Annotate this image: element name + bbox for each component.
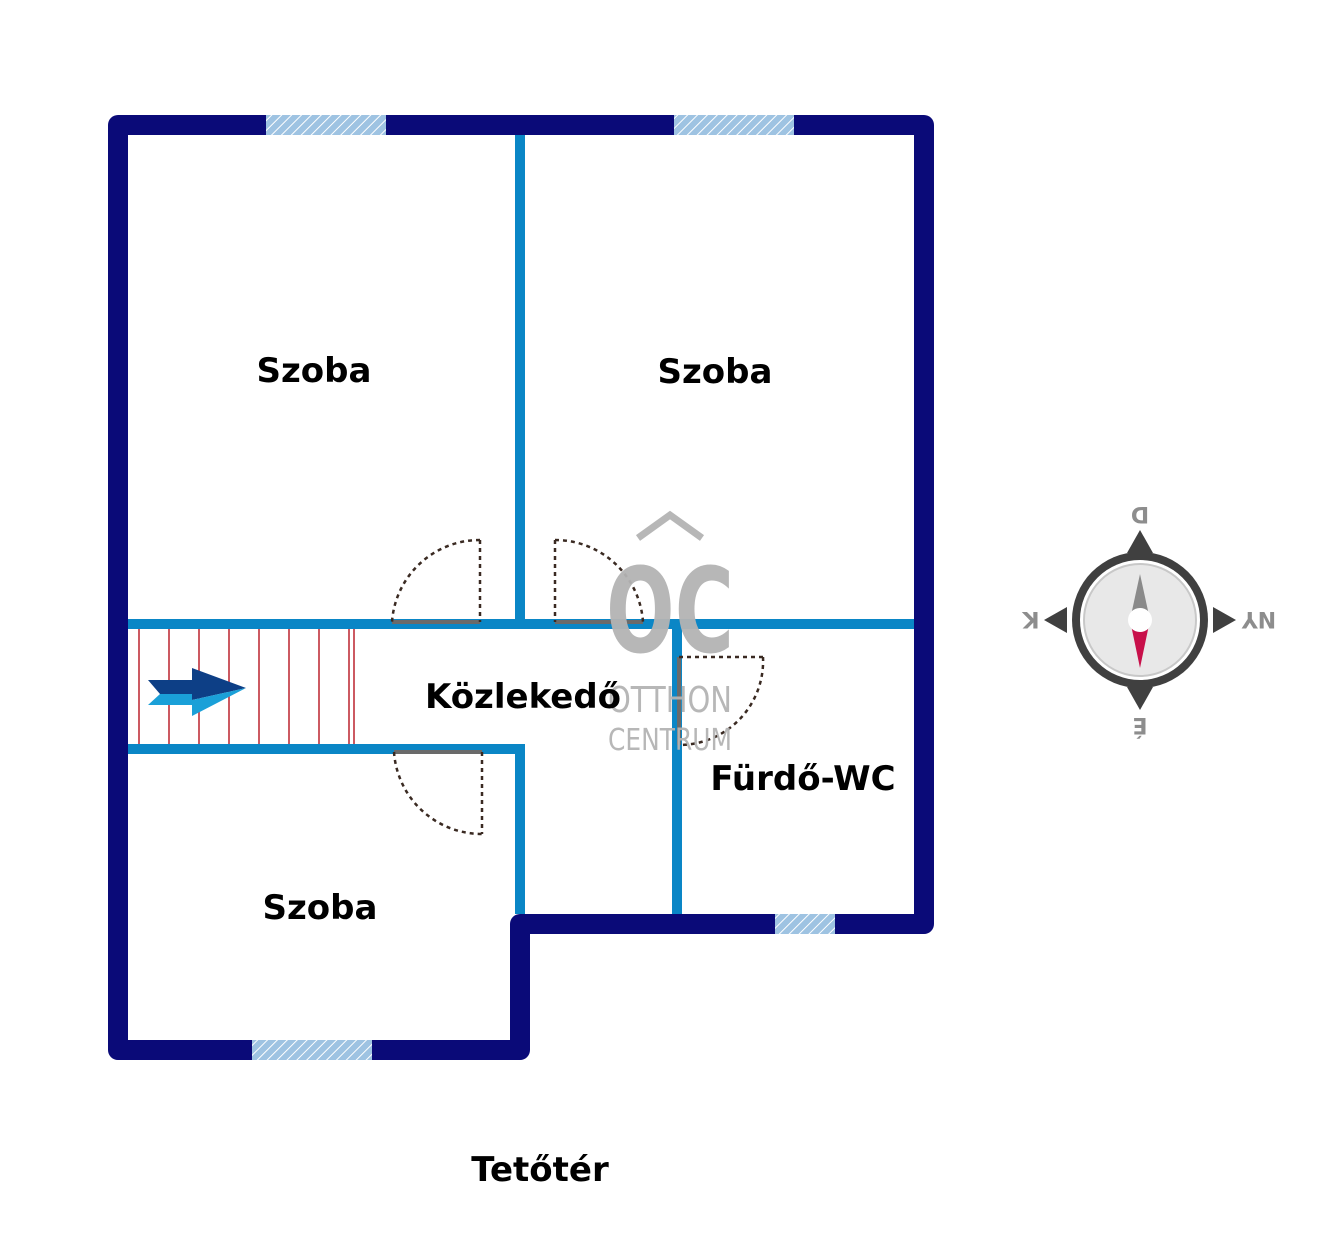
staircase bbox=[138, 629, 355, 744]
door-room2 bbox=[553, 538, 645, 624]
room-label-room1: Szoba bbox=[257, 351, 372, 391]
compass-label-left: K bbox=[1022, 606, 1040, 631]
room-label-room3: Szoba bbox=[263, 888, 378, 928]
watermark-logo: OC OTTHON CENTRUM bbox=[606, 510, 734, 758]
window-bathroom bbox=[775, 914, 835, 934]
window-top-left bbox=[266, 115, 386, 135]
door-bathroom bbox=[677, 655, 765, 747]
compass-label-top: D bbox=[1131, 501, 1149, 526]
room-label-room2: Szoba bbox=[658, 352, 773, 392]
watermark-monogram: OC bbox=[606, 542, 734, 680]
watermark-roof-icon bbox=[635, 510, 705, 541]
window-bottom bbox=[252, 1040, 372, 1060]
floor-label: Tetőtér bbox=[471, 1150, 609, 1190]
room-label-hallway: Közlekedő bbox=[425, 677, 621, 717]
compass-needle-top bbox=[1130, 574, 1150, 620]
outer-walls bbox=[108, 115, 934, 1060]
compass-label-bottom: É bbox=[1132, 712, 1147, 738]
room-label-bathroom: Fürdő-WC bbox=[710, 759, 895, 799]
door-room3 bbox=[392, 750, 484, 836]
door-room1 bbox=[390, 538, 482, 624]
compass-icon: D NY É K bbox=[1022, 501, 1277, 738]
watermark-line2: CENTRUM bbox=[608, 723, 732, 758]
compass-needle-bottom bbox=[1130, 620, 1150, 668]
doors bbox=[390, 538, 765, 836]
window-top-right bbox=[674, 115, 794, 135]
stairs-direction-arrow-icon bbox=[148, 668, 246, 716]
windows bbox=[252, 115, 835, 1060]
watermark-line1: OTTHON bbox=[608, 680, 732, 721]
compass-label-right: NY bbox=[1241, 606, 1276, 631]
